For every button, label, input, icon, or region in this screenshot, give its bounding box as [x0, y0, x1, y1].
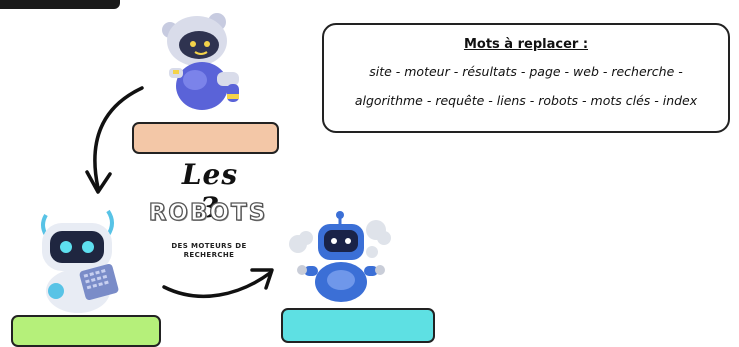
- answer-box-robot-1[interactable]: [132, 122, 279, 154]
- words-line-1: site - moteur - résultats - page - web -…: [369, 64, 683, 79]
- words-line-2: algorithme - requête - liens - robots - …: [354, 93, 698, 108]
- answer-box-robot-3[interactable]: [281, 308, 435, 343]
- title-les-3: Les 3: [181, 158, 239, 224]
- answer-box-robot-2[interactable]: [11, 315, 161, 347]
- subtitle-line-1: DES MOTEURS DE: [171, 242, 247, 250]
- subtitle-line-2: RECHERCHE: [183, 251, 235, 259]
- title-subtitle: DES MOTEURS DE RECHERCHE: [157, 242, 261, 260]
- words-box: Mots à replacer : site - moteur - résult…: [322, 23, 730, 133]
- robot-bottom-right-icon: [289, 211, 391, 302]
- robot-bottom-left-icon: [41, 209, 119, 313]
- corner-strip: [0, 0, 120, 9]
- words-box-title: Mots à replacer :: [463, 37, 589, 52]
- robot-top-icon: [162, 13, 239, 110]
- title-robots: ROBOTS: [148, 199, 268, 226]
